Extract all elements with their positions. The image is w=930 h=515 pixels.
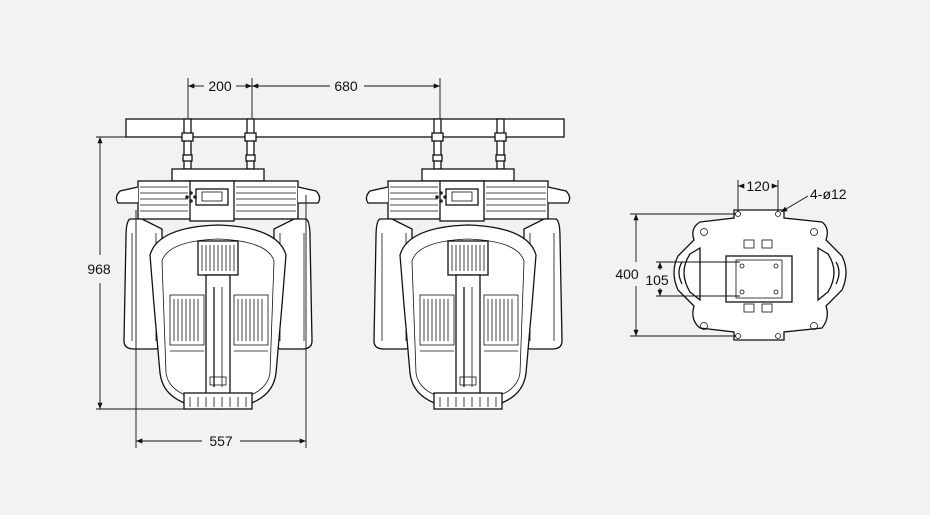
dim-height: 968 [87, 261, 111, 277]
dim-clamp-spacing: 200 [208, 78, 232, 94]
fixture-front-view-left [115, 118, 321, 410]
dimension-top [187, 78, 441, 118]
dim-fixture-spacing: 680 [334, 78, 358, 94]
dim-base-holes: 4-ø12 [810, 186, 847, 202]
dim-width: 557 [209, 433, 233, 449]
fixture-front-view-right [365, 118, 571, 410]
hole-leader [780, 195, 809, 213]
dimension-base-plate [656, 261, 740, 297]
dim-base-hole-spacing: 120 [746, 178, 770, 194]
dimension-base-depth [630, 213, 736, 337]
dimension-base-hole-spacing [737, 180, 779, 212]
dimension-height [96, 136, 190, 410]
dim-base-depth: 400 [615, 266, 639, 282]
fixture-base-top-view [673, 209, 847, 341]
truss-bar [125, 118, 565, 138]
dim-base-plate: 105 [645, 272, 669, 288]
dimension-width [135, 195, 307, 448]
